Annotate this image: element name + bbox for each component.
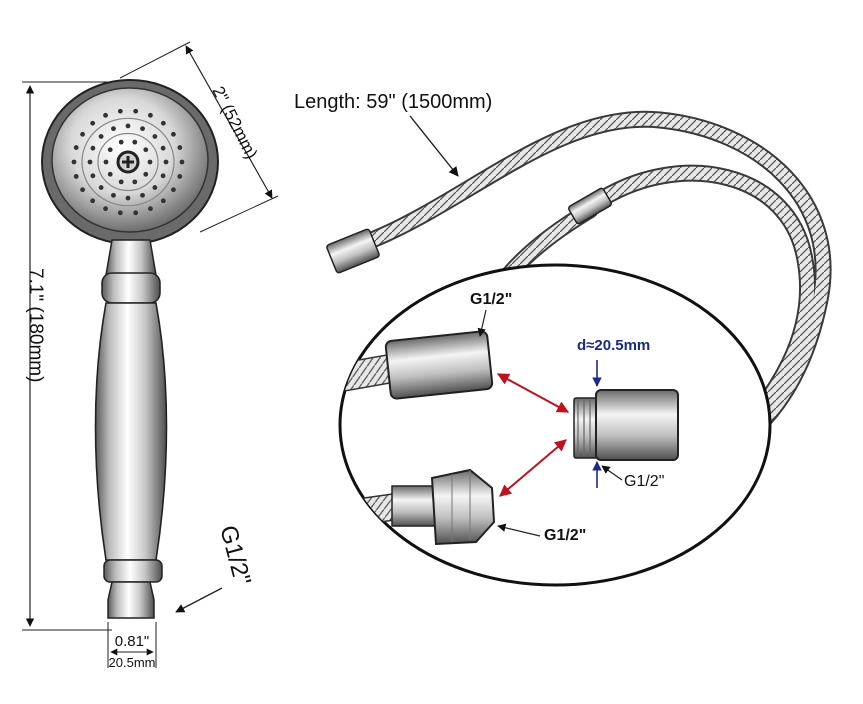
hose <box>326 110 832 479</box>
nozzle-hole <box>90 198 96 204</box>
red-arrow-bottom <box>499 439 567 497</box>
nozzle-hole <box>133 108 139 114</box>
nozzle-holes <box>71 108 185 216</box>
handle-collar <box>103 559 163 583</box>
shower-neck <box>105 239 157 276</box>
nozzle-hole <box>118 179 124 185</box>
top-hose-nut <box>384 330 494 400</box>
nozzle-hole <box>160 198 166 204</box>
hose-left-fitting <box>326 228 380 274</box>
handle-connector-label: G1/2" <box>214 523 256 588</box>
nozzle-hole <box>117 108 123 114</box>
nozzle-hole <box>103 112 108 118</box>
nozzle-hole <box>140 126 145 132</box>
nozzle-hole <box>171 187 176 193</box>
nozzle-hole <box>111 126 116 132</box>
nozzle-hole <box>143 171 149 177</box>
nozzle-hole <box>98 134 104 139</box>
adapter-connector-label: G1/2" <box>624 473 664 490</box>
nozzle-hole <box>73 174 79 179</box>
nozzle-hole <box>152 185 158 190</box>
nozzle-hole <box>132 179 138 185</box>
nozzle-hole <box>152 134 158 139</box>
nozzle-ring <box>81 117 175 207</box>
bottom-connector-label: G1/2" <box>544 527 586 544</box>
nozzle-hole <box>117 210 123 216</box>
nozzle-hole <box>87 159 93 165</box>
nozzle-hole <box>90 173 96 179</box>
nozzle-hole <box>103 159 109 165</box>
hose-length-label: Length: 59" (1500mm) <box>294 91 492 113</box>
nozzle-hole <box>148 206 153 212</box>
nozzle-hole <box>98 185 104 190</box>
adapter-fitting <box>573 389 679 461</box>
nozzle-hole <box>107 147 113 153</box>
nozzle-ring <box>97 132 159 192</box>
top-connector-label: G1/2" <box>470 291 512 308</box>
nozzle-hole <box>148 112 153 118</box>
nozzle-hole <box>90 120 96 126</box>
base-width-mm: 20.5mm <box>109 655 156 670</box>
hand-shower <box>41 79 219 619</box>
nozzle-hole <box>171 131 176 137</box>
nozzle-hole <box>73 145 79 150</box>
nozzle-hole <box>177 145 183 150</box>
adapter-diameter-label: d≈20.5mm <box>577 337 650 354</box>
nozzle-hole <box>143 147 149 153</box>
length-dimension: 7.1" (180mm) <box>22 81 112 631</box>
hose-length-callout: Length: 59" (1500mm) <box>294 91 492 177</box>
nozzle-hole <box>90 145 96 151</box>
nozzle-hole <box>71 159 77 165</box>
nozzle-hole <box>160 173 166 179</box>
handle-connector-callout: G1/2" <box>175 523 256 613</box>
nozzle-hole <box>177 174 183 179</box>
nozzle-hole <box>111 192 116 198</box>
neck-collar <box>101 272 161 304</box>
nozzle-hole <box>118 139 124 145</box>
nozzle-hole <box>132 139 138 145</box>
bottom-hose-hex-nut <box>430 468 496 546</box>
hose-top-fitting <box>568 187 612 225</box>
handle-body <box>94 302 168 561</box>
length-label: 7.1" (180mm) <box>25 268 46 382</box>
connector-detail: G1/2" d≈20.5mm G1/2" G1/2" <box>338 263 772 587</box>
nozzle-hole <box>107 171 113 177</box>
nozzle-hole <box>125 195 131 201</box>
nozzle-hole <box>140 192 145 198</box>
nozzle-hole <box>160 120 166 126</box>
handle-connector <box>107 581 155 619</box>
nozzle-hole <box>103 206 108 212</box>
nozzle-hole <box>80 187 85 193</box>
base-width-dimension: 0.81" 20.5mm <box>107 622 157 670</box>
base-width-inch: 0.81" <box>115 633 150 650</box>
nozzle-hole <box>160 145 166 151</box>
nozzle-hole <box>80 131 85 137</box>
nozzle-hole <box>147 159 153 165</box>
nozzle-hole <box>163 159 169 165</box>
nozzle-hole <box>179 159 185 165</box>
nozzle-hole <box>133 210 139 216</box>
red-arrow-top <box>496 373 570 413</box>
nozzle-hole <box>125 123 131 129</box>
